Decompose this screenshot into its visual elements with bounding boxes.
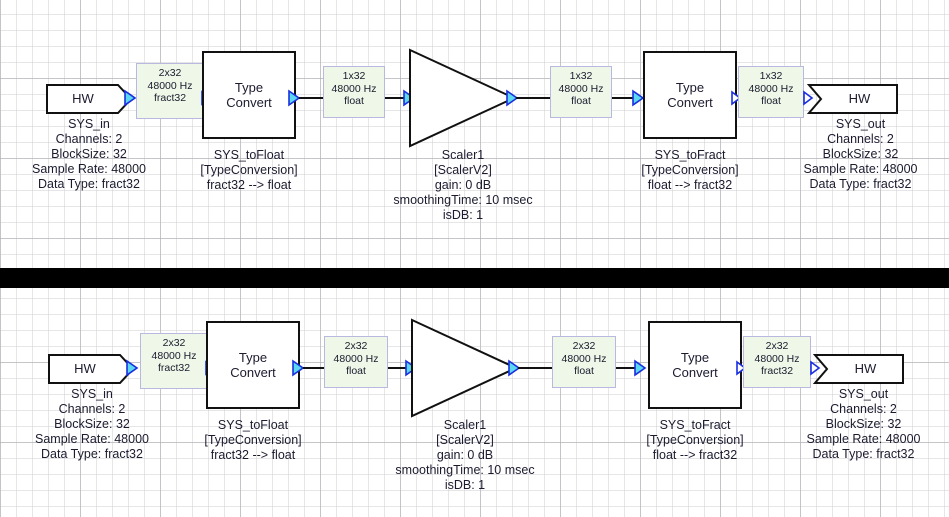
signal-label-1-top[interactable]: 2x32 48000 Hz fract32 <box>136 63 204 119</box>
wire-segment <box>388 367 409 369</box>
output-port-icon[interactable] <box>508 359 521 377</box>
wire-segment <box>518 367 552 369</box>
input-port-icon[interactable] <box>632 89 645 107</box>
hw-source-label-top: HW <box>72 91 94 106</box>
input-port-icon[interactable] <box>810 360 821 376</box>
signal-label-4-bottom[interactable]: 2x32 48000 Hz fract32 <box>743 336 811 388</box>
type-convert-caption-1-bottom: SYS_toFloat [TypeConversion] fract32 -->… <box>204 418 302 462</box>
panel-separator-bar <box>0 268 949 288</box>
signal-label-3-bottom[interactable]: 2x32 48000 Hz float <box>552 336 616 388</box>
hw-sink-block-top[interactable]: HW <box>806 84 898 114</box>
output-port-icon[interactable] <box>506 89 519 107</box>
hw-source-block-bottom[interactable]: HW <box>48 354 135 384</box>
hw-sink-caption-top: SYS_out Channels: 2 BlockSize: 32 Sample… <box>803 117 918 191</box>
wire-segment <box>616 367 638 369</box>
signal-label-1-bottom[interactable]: 2x32 48000 Hz fract32 <box>140 333 208 389</box>
type-convert-caption-2-top: SYS_toFract [TypeConversion] float --> f… <box>641 148 739 192</box>
signal-label-4-top[interactable]: 1x32 48000 Hz float <box>738 66 804 118</box>
wire-segment <box>303 367 324 369</box>
wire-segment <box>299 97 323 99</box>
output-port-icon[interactable] <box>736 360 747 376</box>
wire-segment <box>516 97 550 99</box>
hw-source-block-top[interactable]: HW <box>46 84 133 114</box>
hw-sink-label-bottom: HW <box>854 361 877 376</box>
type-convert-block-1-top[interactable]: Type Convert <box>202 51 296 139</box>
diagram-canvas-bottom[interactable]: HW SYS_in Channels: 2 BlockSize: 32 Samp… <box>0 288 949 517</box>
scaler-caption-top: Scaler1 [ScalerV2] gain: 0 dB smoothingT… <box>393 148 533 222</box>
type-convert-block-2-top[interactable]: Type Convert <box>643 51 737 139</box>
type-convert-label-1-bottom: Type Convert <box>230 350 276 380</box>
input-port-icon[interactable] <box>634 359 647 377</box>
hw-sink-caption-bottom: SYS_out Channels: 2 BlockSize: 32 Sample… <box>806 387 921 461</box>
hw-source-caption-bottom: SYS_in Channels: 2 BlockSize: 32 Sample … <box>35 387 149 461</box>
hw-sink-label-top: HW <box>848 91 871 106</box>
hw-source-caption-top: SYS_in Channels: 2 BlockSize: 32 Sample … <box>32 117 146 191</box>
type-convert-block-2-bottom[interactable]: Type Convert <box>648 321 742 409</box>
hw-source-label-bottom: HW <box>74 361 96 376</box>
wire-segment <box>385 97 407 99</box>
signal-label-2-top[interactable]: 1x32 48000 Hz float <box>323 66 385 118</box>
type-convert-label-1-top: Type Convert <box>226 80 272 110</box>
output-port-icon[interactable] <box>288 89 301 107</box>
type-convert-block-1-bottom[interactable]: Type Convert <box>206 321 300 409</box>
input-port-icon[interactable] <box>803 90 814 106</box>
output-port-icon[interactable] <box>124 89 137 107</box>
output-port-icon[interactable] <box>731 90 742 106</box>
type-convert-caption-2-bottom: SYS_toFract [TypeConversion] float --> f… <box>646 418 744 462</box>
wire-segment <box>612 97 636 99</box>
scaler-block-top[interactable] <box>408 48 517 148</box>
type-convert-label-2-top: Type Convert <box>667 80 713 110</box>
output-port-icon[interactable] <box>126 359 139 377</box>
output-port-icon[interactable] <box>292 359 305 377</box>
scaler-block-bottom[interactable] <box>410 318 519 418</box>
scaler-caption-bottom: Scaler1 [ScalerV2] gain: 0 dB smoothingT… <box>395 418 535 492</box>
hw-sink-block-bottom[interactable]: HW <box>812 354 904 384</box>
signal-label-3-top[interactable]: 1x32 48000 Hz float <box>550 66 612 118</box>
diagram-canvas-top[interactable]: HW SYS_in Channels: 2 BlockSize: 32 Samp… <box>0 0 949 268</box>
signal-label-2-bottom[interactable]: 2x32 48000 Hz float <box>324 336 388 388</box>
type-convert-label-2-bottom: Type Convert <box>672 350 718 380</box>
type-convert-caption-1-top: SYS_toFloat [TypeConversion] fract32 -->… <box>200 148 298 192</box>
